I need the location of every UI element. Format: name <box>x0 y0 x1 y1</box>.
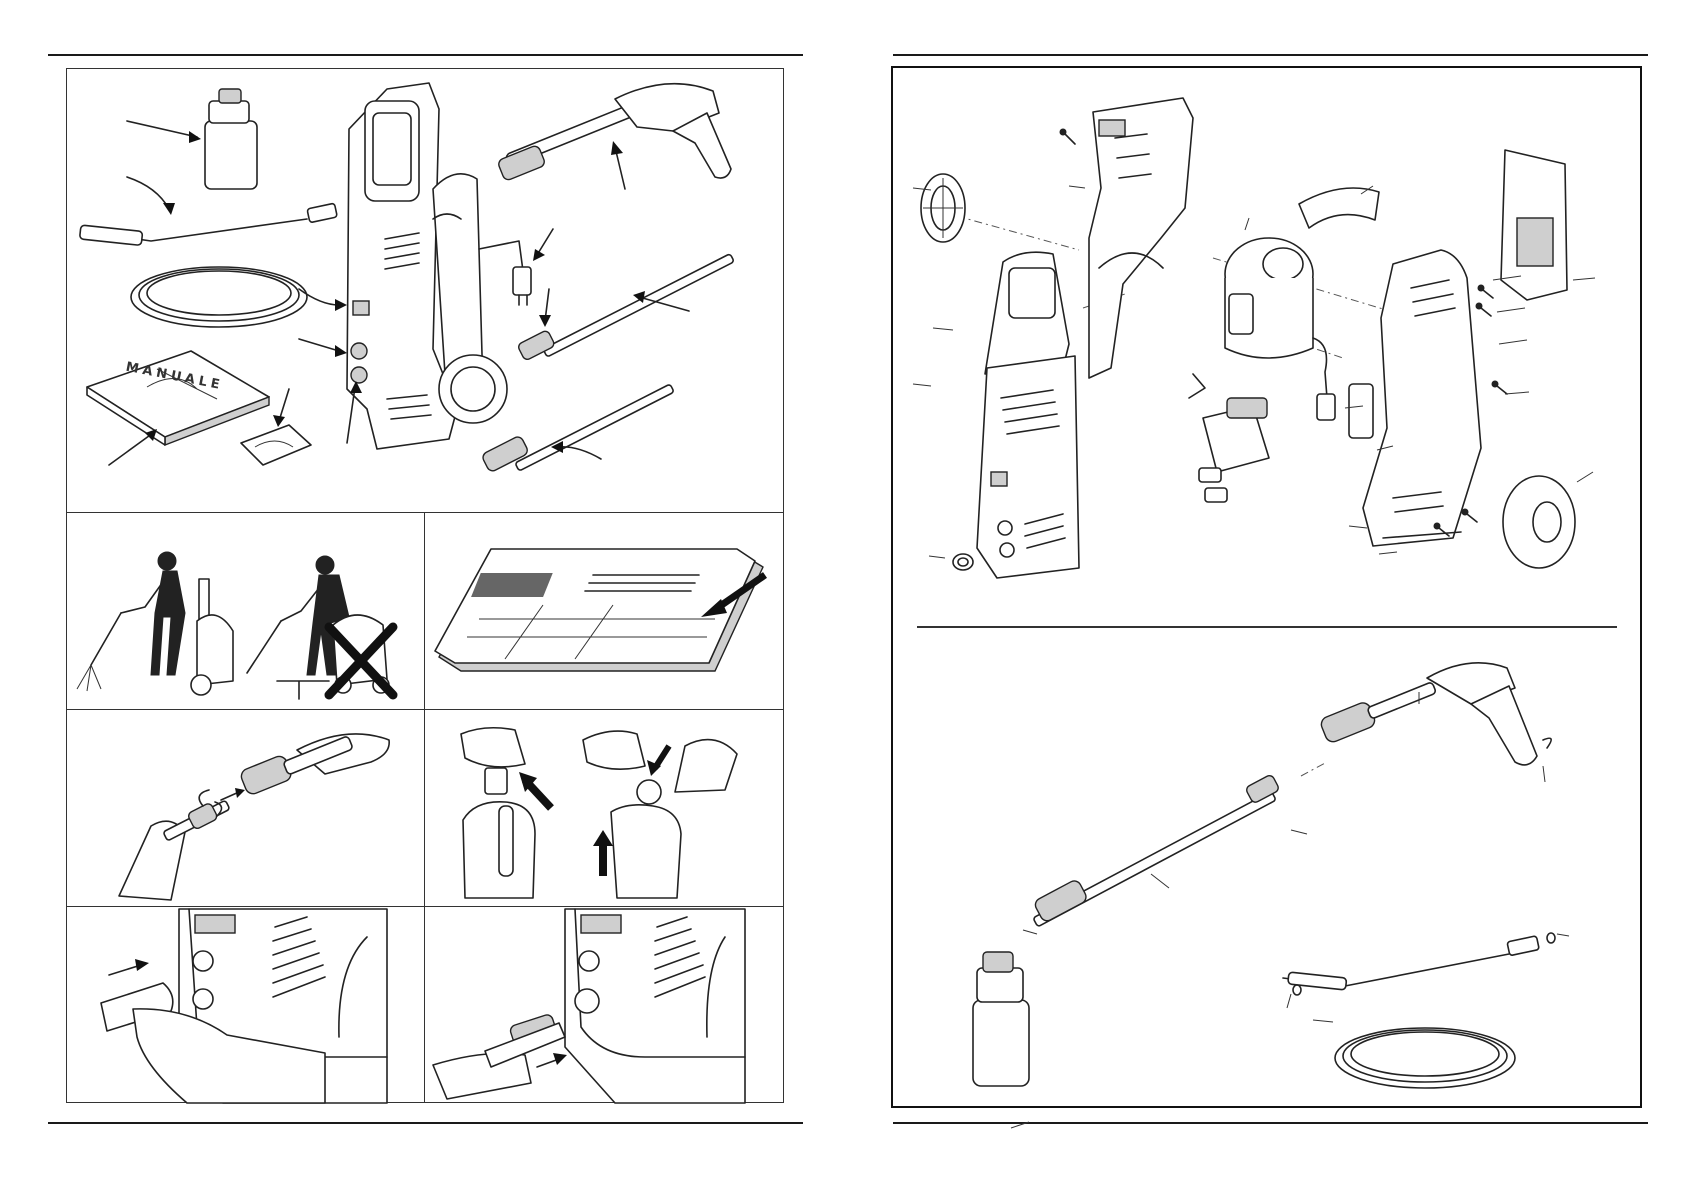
section-divider <box>917 626 1617 628</box>
screw-icon <box>1492 381 1507 394</box>
arrow-icon <box>537 1053 567 1067</box>
lance-icon <box>1033 774 1280 927</box>
ring-icon <box>953 554 973 570</box>
spray-gun-icon <box>497 84 731 182</box>
arrow-icon <box>551 441 601 459</box>
arrow-icon <box>647 746 669 776</box>
accessories-exploded-view <box>893 638 1644 1108</box>
detergent-bottle-icon <box>205 89 257 189</box>
hose-outlet-panel <box>424 906 784 1103</box>
pump-icon <box>1189 374 1269 502</box>
motor-icon <box>1225 238 1313 358</box>
hose-reel-icon <box>1283 933 1555 1088</box>
arrow-icon <box>221 788 245 800</box>
screw-icon <box>1462 509 1477 522</box>
posture-panel <box>66 512 425 710</box>
handle-cover <box>1299 188 1379 228</box>
rating-plate-panel <box>424 512 784 710</box>
right-top-rule <box>893 54 1648 56</box>
components-illustration <box>67 69 785 514</box>
arrow-icon <box>539 289 551 327</box>
detergent-bottle-icon <box>973 952 1029 1086</box>
arrow-icon <box>109 959 149 975</box>
screw-icon <box>1476 303 1491 316</box>
spray-gun-icon <box>1319 663 1551 765</box>
wheel-icon <box>1503 476 1575 568</box>
arrow-icon <box>299 339 347 357</box>
lance-connection-panel <box>66 709 425 907</box>
power-plug-icon <box>479 241 531 305</box>
person-correct-icon <box>77 552 233 695</box>
lance-connection-illustration <box>67 710 426 908</box>
screw-icon <box>1478 285 1493 298</box>
hose-outlet-illustration <box>425 907 785 1104</box>
arrow-icon <box>127 177 175 215</box>
left-bottom-rule <box>48 1122 803 1124</box>
screw-icon <box>1060 129 1075 144</box>
operating-posture-illustration <box>67 513 426 711</box>
lance-icon <box>481 384 674 473</box>
water-inlet-illustration <box>67 907 426 1104</box>
components-panel: MANUALE <box>66 68 784 513</box>
arrow-icon <box>519 772 551 808</box>
clip-icon <box>1349 384 1373 438</box>
front-shell <box>977 252 1079 578</box>
right-page-frame <box>891 66 1642 1108</box>
rating-plate-illustration <box>425 513 785 711</box>
wheel-icon <box>921 174 965 242</box>
arrow-icon <box>273 389 289 427</box>
person-incorrect-icon <box>247 556 389 699</box>
machine-exploded-view <box>893 68 1644 628</box>
arrow-icon <box>127 121 201 143</box>
power-plug-icon <box>1313 338 1335 420</box>
rear-frame <box>1089 98 1193 378</box>
arrow-icon <box>533 229 553 261</box>
accessories-bag-icon <box>241 425 311 465</box>
quick-coupling-illustration <box>425 710 785 908</box>
pressure-washer-icon <box>347 83 507 449</box>
hose-reel-icon <box>80 203 338 327</box>
right-bottom-rule <box>893 1122 1648 1124</box>
left-top-rule <box>48 54 803 56</box>
water-inlet-panel <box>66 906 425 1103</box>
quick-coupling-panel <box>424 709 784 907</box>
arrow-icon <box>593 830 613 876</box>
arrow-icon <box>611 141 625 189</box>
arrow-icon <box>109 429 157 465</box>
lance-icon <box>517 254 734 361</box>
manual-book-icon <box>87 351 269 445</box>
main-body <box>1363 250 1481 546</box>
